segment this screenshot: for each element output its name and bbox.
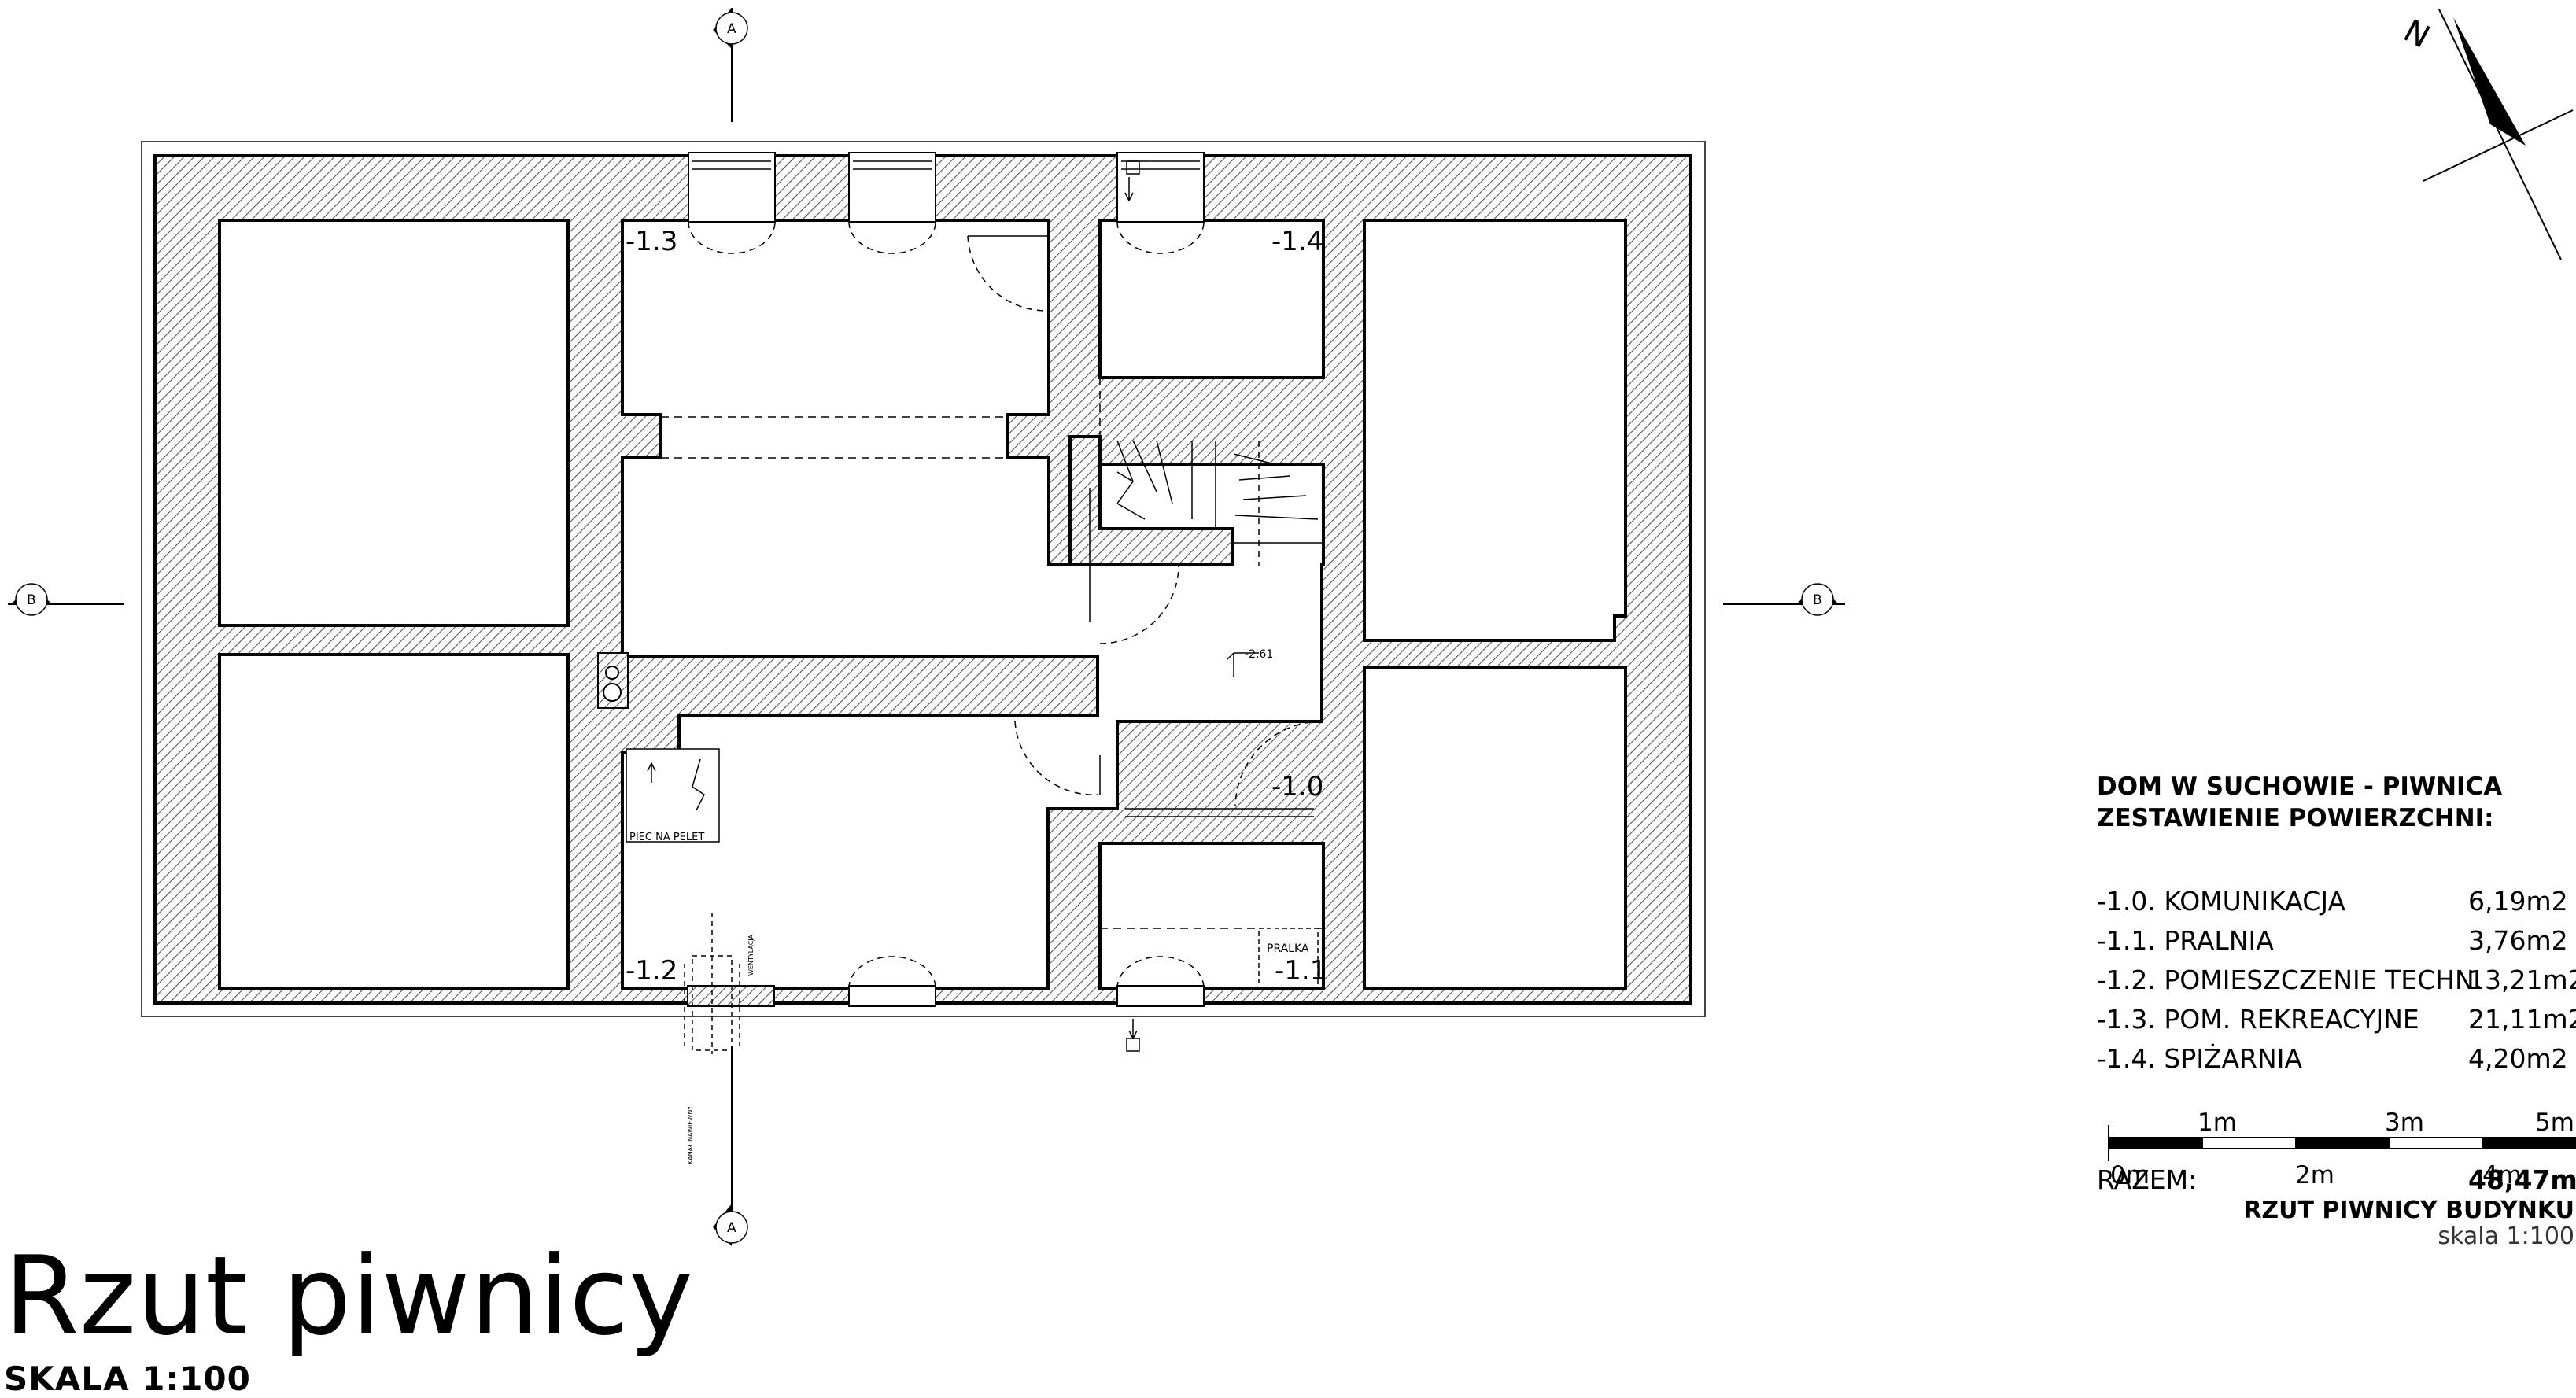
legend-row-name: -1.0. KOMUNIKACJA [2097, 886, 2346, 917]
pellet-stove: PIEC NA PELET [626, 748, 720, 843]
section-marker-a-top: A [713, 8, 748, 49]
bottom-windows [687, 985, 1205, 1007]
scale-bar-caption: RZUT PIWNICY BUDYNKU [2243, 1197, 2574, 1224]
ventilation-duct [684, 913, 740, 1054]
legend-total-value: 48,47m2 [2468, 1164, 2576, 1195]
scale-bar [2108, 1125, 2576, 1161]
legend-row: -1.3. POM. REKREACYJNE 21,11m2 [2097, 1004, 2576, 1035]
level-value: -2,61 [1245, 648, 1273, 661]
section-marker-a-bottom: A [713, 1204, 748, 1246]
north-label: N [2397, 13, 2435, 56]
scale-bottom-4m: 4m [2482, 1161, 2522, 1190]
scale-bottom-0m: 0m [2110, 1161, 2150, 1190]
legend-row-area: 6,19m2 [2468, 886, 2568, 917]
svg-text:A: A [727, 1220, 736, 1236]
stove-label: PIEC NA PELET [629, 832, 704, 843]
north-arrow: N [2397, 9, 2574, 260]
legend-total-label: RAZEM: [2097, 1164, 2198, 1195]
level-marker: -2,61 [1227, 648, 1273, 677]
scale-top-5m: 5m [2535, 1108, 2574, 1137]
washing-machine: PRALKA [1258, 928, 1319, 988]
scale-bottom-2m: 2m [2295, 1161, 2334, 1190]
legend-row: -1.0. KOMUNIKACJA 6,19m2 [2097, 886, 2576, 917]
window-swings [688, 221, 1205, 989]
svg-text:B: B [27, 592, 36, 608]
room-label-1-3: -1.3 [626, 226, 677, 257]
section-marker-b-right: B [1796, 583, 1839, 616]
beam-lines [661, 236, 1323, 929]
legend-row-name: -1.3. POM. REKREACYJNE [2097, 1004, 2419, 1035]
legend-row: -1.4. SPIŻARNIA 4,20m2 [2097, 1043, 2576, 1074]
room-label-1-0: -1.0 [1271, 771, 1323, 802]
room-label-1-1: -1.1 [1275, 955, 1327, 987]
legend-total: RAZEM: 48,47m2 [2097, 1164, 2576, 1195]
scale-top-3m: 3m [2385, 1108, 2424, 1137]
vent-arrows [647, 160, 1140, 1052]
wall-mass [153, 154, 1692, 1005]
washer-label: PRALKA [1267, 942, 1309, 955]
door-swings [967, 235, 1323, 817]
legend-row: -1.2. POMIESZCZENIE TECHN. 13,21m2 [2097, 965, 2576, 995]
legend-row-name: -1.4. SPIŻARNIA [2097, 1043, 2303, 1074]
chimney [597, 652, 629, 709]
legend-title-1: DOM W SUCHOWIE - PIWNICA [2097, 773, 2503, 801]
vent-inlet-label: KANAŁ NAWIEWNY [687, 1106, 694, 1164]
legend-row-area: 3,76m2 [2468, 925, 2568, 956]
page-title: Rzut piwnicy [4, 1233, 693, 1359]
legend-row-name: -1.2. POMIESZCZENIE TECHN. [2097, 965, 2483, 995]
legend-row-area: 4,20m2 [2468, 1043, 2568, 1074]
staircase [1116, 440, 1322, 566]
legend-row-area: 21,11m2 [2468, 1004, 2576, 1035]
section-marker-b-left: B [11, 583, 52, 616]
room-label-1-4: -1.4 [1271, 226, 1323, 257]
legend-row: -1.1. PRALNIA 3,76m2 [2097, 925, 2576, 956]
scale-bar-caption-scale: skala 1:100 [2438, 1223, 2574, 1250]
page-scale: SKALA 1:100 [4, 1359, 251, 1398]
scale-top-1m: 1m [2198, 1108, 2237, 1137]
room-label-1-2: -1.2 [626, 955, 677, 987]
vent-small-label: WENTYLACJA [747, 935, 755, 976]
legend-row-area: 13,21m2 [2468, 965, 2576, 995]
top-windows [688, 152, 1205, 223]
legend-row-name: -1.1. PRALNIA [2097, 925, 2274, 956]
area-summary: DOM W SUCHOWIE - PIWNICA ZESTAWIENIE POW… [2097, 771, 2576, 1195]
svg-text:B: B [1813, 592, 1822, 608]
svg-text:A: A [727, 21, 736, 37]
legend-title-2: ZESTAWIENIE POWIERZCHNI: [2097, 804, 2494, 832]
outer-outline [141, 141, 1706, 1017]
